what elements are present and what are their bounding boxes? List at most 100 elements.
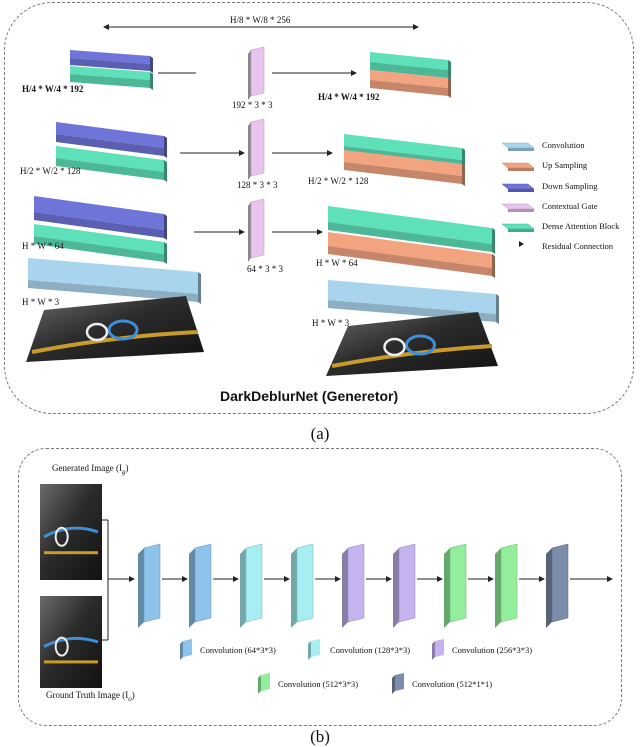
enc1-down-sampling [70, 50, 153, 73]
disc-legend-swatch-2-face [435, 639, 444, 657]
enc2-dense-attention-block-top [56, 146, 164, 172]
dec2-up-sampling-front [344, 162, 462, 184]
top-dim-label: H/8 * W/8 * 256 [230, 15, 291, 25]
enc-input-convolution-top [28, 258, 198, 294]
enc2-dense-attention-block-side [164, 160, 167, 182]
ground-truth-image-light-band [44, 660, 98, 664]
dec2-dense-attention-block-top [344, 134, 462, 160]
legend-conv-512: Convolution (512*3*3) [278, 679, 359, 689]
disc-block-1-face [194, 543, 212, 623]
contextual-gate-2-side [248, 122, 251, 180]
enc3-dense-attention-block-side [164, 242, 167, 264]
ground-truth-image-frame [40, 596, 102, 688]
legend-up-sampling: Up Sampling [542, 160, 588, 170]
generated-image-frame [40, 484, 102, 580]
contextual-gate-2 [248, 118, 265, 180]
enc3-down-sampling-front [34, 212, 164, 238]
contextual-gate-1-side [248, 50, 251, 100]
disc-block-5-side [393, 548, 399, 628]
enc2-down-sampling-side [164, 136, 167, 158]
enc2-dense-attention-block [56, 146, 167, 182]
disc-block-7-side [495, 548, 501, 628]
generated-image-blue-letter [43, 526, 99, 539]
enc1-dense-attention-block-front [70, 74, 150, 88]
dec1-dense-attention-block-top [370, 52, 448, 70]
dec1-dense-attention-block-front [370, 62, 448, 78]
legend-down-sampling: Down Sampling [542, 181, 598, 191]
legend-conv-256: Convolution (256*3*3) [452, 645, 533, 655]
enc1-down-sampling-side [150, 56, 153, 73]
dec3-dense-attention-block-front [328, 222, 492, 252]
enc2-down-sampling [56, 122, 167, 158]
contextual-gate-1-face [250, 46, 265, 97]
output-image [326, 312, 498, 376]
legend-swatch-3-front [508, 209, 534, 212]
generated-image-white-letter [54, 526, 69, 547]
generator-title: DarkDeblurNet (Generetor) [220, 388, 399, 404]
dec2-up-sampling [344, 150, 465, 186]
disc-block-4-face [347, 543, 365, 623]
disc-legend-swatch-4-face [395, 673, 404, 691]
legend-residual-arrow-icon [519, 241, 524, 247]
disc-block-3-face [296, 543, 314, 623]
disc-legend-swatch-1-side [308, 641, 311, 660]
dec1-up-sampling-top [370, 70, 448, 88]
disc-block-5-face [398, 543, 416, 623]
input-image [26, 296, 204, 362]
input-image-blue-letter [107, 319, 139, 341]
enc-input-convolution-side [198, 272, 201, 304]
disc-block-2-side [240, 548, 246, 628]
enc1-dense-attention-block-top [70, 66, 150, 80]
enc1-dense-attention-block [70, 66, 153, 90]
gate-label-2: 128 * 3 * 3 [237, 180, 278, 190]
dec-label-3: H * W * 64 [316, 258, 358, 268]
disc-block-3-side [291, 548, 297, 628]
dec3-up-sampling-front [328, 246, 492, 276]
dec1-dense-attention-block [370, 52, 451, 80]
dec-label-2: H/2 * W/2 * 128 [308, 176, 369, 186]
enc2-down-sampling-front [56, 134, 164, 156]
disc-block-0-face [143, 543, 161, 623]
ground-truth-image-white-letter [54, 636, 69, 657]
enc3-down-sampling-top [34, 196, 164, 230]
enc3-dense-attention-block [34, 224, 167, 264]
disc-block-2-face [245, 543, 263, 623]
contextual-gate-2-face [250, 118, 265, 177]
dec2-up-sampling-side [462, 164, 465, 186]
enc2-down-sampling-top [56, 122, 164, 148]
enc3-dense-attention-block-top [34, 224, 164, 254]
dec1-up-sampling-side [448, 78, 451, 98]
disc-block-6-side [444, 548, 450, 628]
disc-legend-swatch-0-face [183, 639, 192, 657]
enc2-dense-attention-block-front [56, 158, 164, 180]
legend-swatch-1-front [508, 168, 534, 171]
enc-label-4: H * W * 3 [22, 297, 60, 307]
disc-block-7-face [500, 543, 518, 623]
input-image-white-letter [85, 322, 109, 342]
legend-dense-attention: Dense Attention Block [542, 221, 620, 231]
enc3-down-sampling-side [164, 214, 167, 240]
disc-block-0-side [138, 548, 144, 628]
enc1-down-sampling-top [70, 50, 150, 64]
dec3-up-sampling-side [492, 254, 495, 278]
dec3-up-sampling-top [328, 232, 492, 268]
legend-convolution: Convolution [542, 140, 585, 150]
enc-label-2: H/2 * W/2 * 128 [20, 166, 81, 176]
output-image-white-letter [383, 337, 406, 357]
legend-conv-512-1: Convolution (512*1*1) [412, 679, 493, 689]
disc-block-4-side [342, 548, 348, 628]
dec-output-convolution-side [496, 294, 499, 324]
ground-truth-image-blue-letter [43, 636, 99, 648]
legend-conv-64: Convolution (64*3*3) [200, 645, 276, 655]
disc-legend-swatch-0-side [180, 641, 183, 660]
legend-residual: Residual Connection [542, 241, 614, 251]
discriminator-panel [18, 448, 622, 726]
caption-a: (a) [310, 424, 330, 443]
dec3-dense-attention-block-top [328, 206, 492, 244]
enc-input-convolution-front [28, 280, 198, 302]
dec1-dense-attention-block-side [448, 60, 451, 80]
legend-contextual-gate: Contextual Gate [542, 201, 598, 211]
legend-conv-128: Convolution (128*3*3) [330, 645, 411, 655]
dec-output-convolution-top [328, 280, 496, 314]
